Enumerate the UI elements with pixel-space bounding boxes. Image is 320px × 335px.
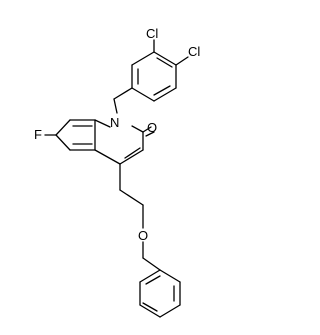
carbonyl-oxygen-label: O: [147, 120, 157, 135]
bond: [153, 51, 177, 66]
bond: [131, 125, 144, 133]
bond: [55, 134, 71, 151]
bond: [159, 269, 181, 283]
bond: [145, 275, 161, 285]
bond: [131, 51, 155, 66]
bond: [159, 304, 181, 318]
atom-labels: Cl Cl N O F O: [34, 26, 200, 243]
bond: [153, 87, 177, 102]
bond: [153, 85, 171, 96]
bond: [142, 302, 158, 312]
bond: [55, 119, 71, 136]
nitrogen-label: N: [110, 115, 119, 130]
bond: [139, 269, 161, 283]
fluorine-label: F: [34, 127, 42, 142]
chlorine-label: Cl: [146, 26, 158, 41]
chlorine-label: Cl: [188, 44, 200, 59]
bond: [94, 119, 111, 128]
bond: [94, 149, 121, 165]
bond: [119, 149, 144, 165]
bond: [131, 87, 155, 102]
ether-oxygen-label: O: [138, 228, 148, 243]
bond: [142, 257, 161, 271]
bond: [119, 189, 144, 206]
bond: [142, 126, 152, 133]
bond: [113, 87, 133, 100]
bond: [175, 56, 189, 66]
bond: [145, 131, 155, 137]
bond: [156, 57, 173, 68]
bond: [113, 98, 118, 114]
chemical-structure: Cl Cl N O F O: [34, 26, 200, 318]
bonds: [44, 39, 189, 318]
bond: [139, 304, 161, 318]
bond: [124, 147, 141, 159]
